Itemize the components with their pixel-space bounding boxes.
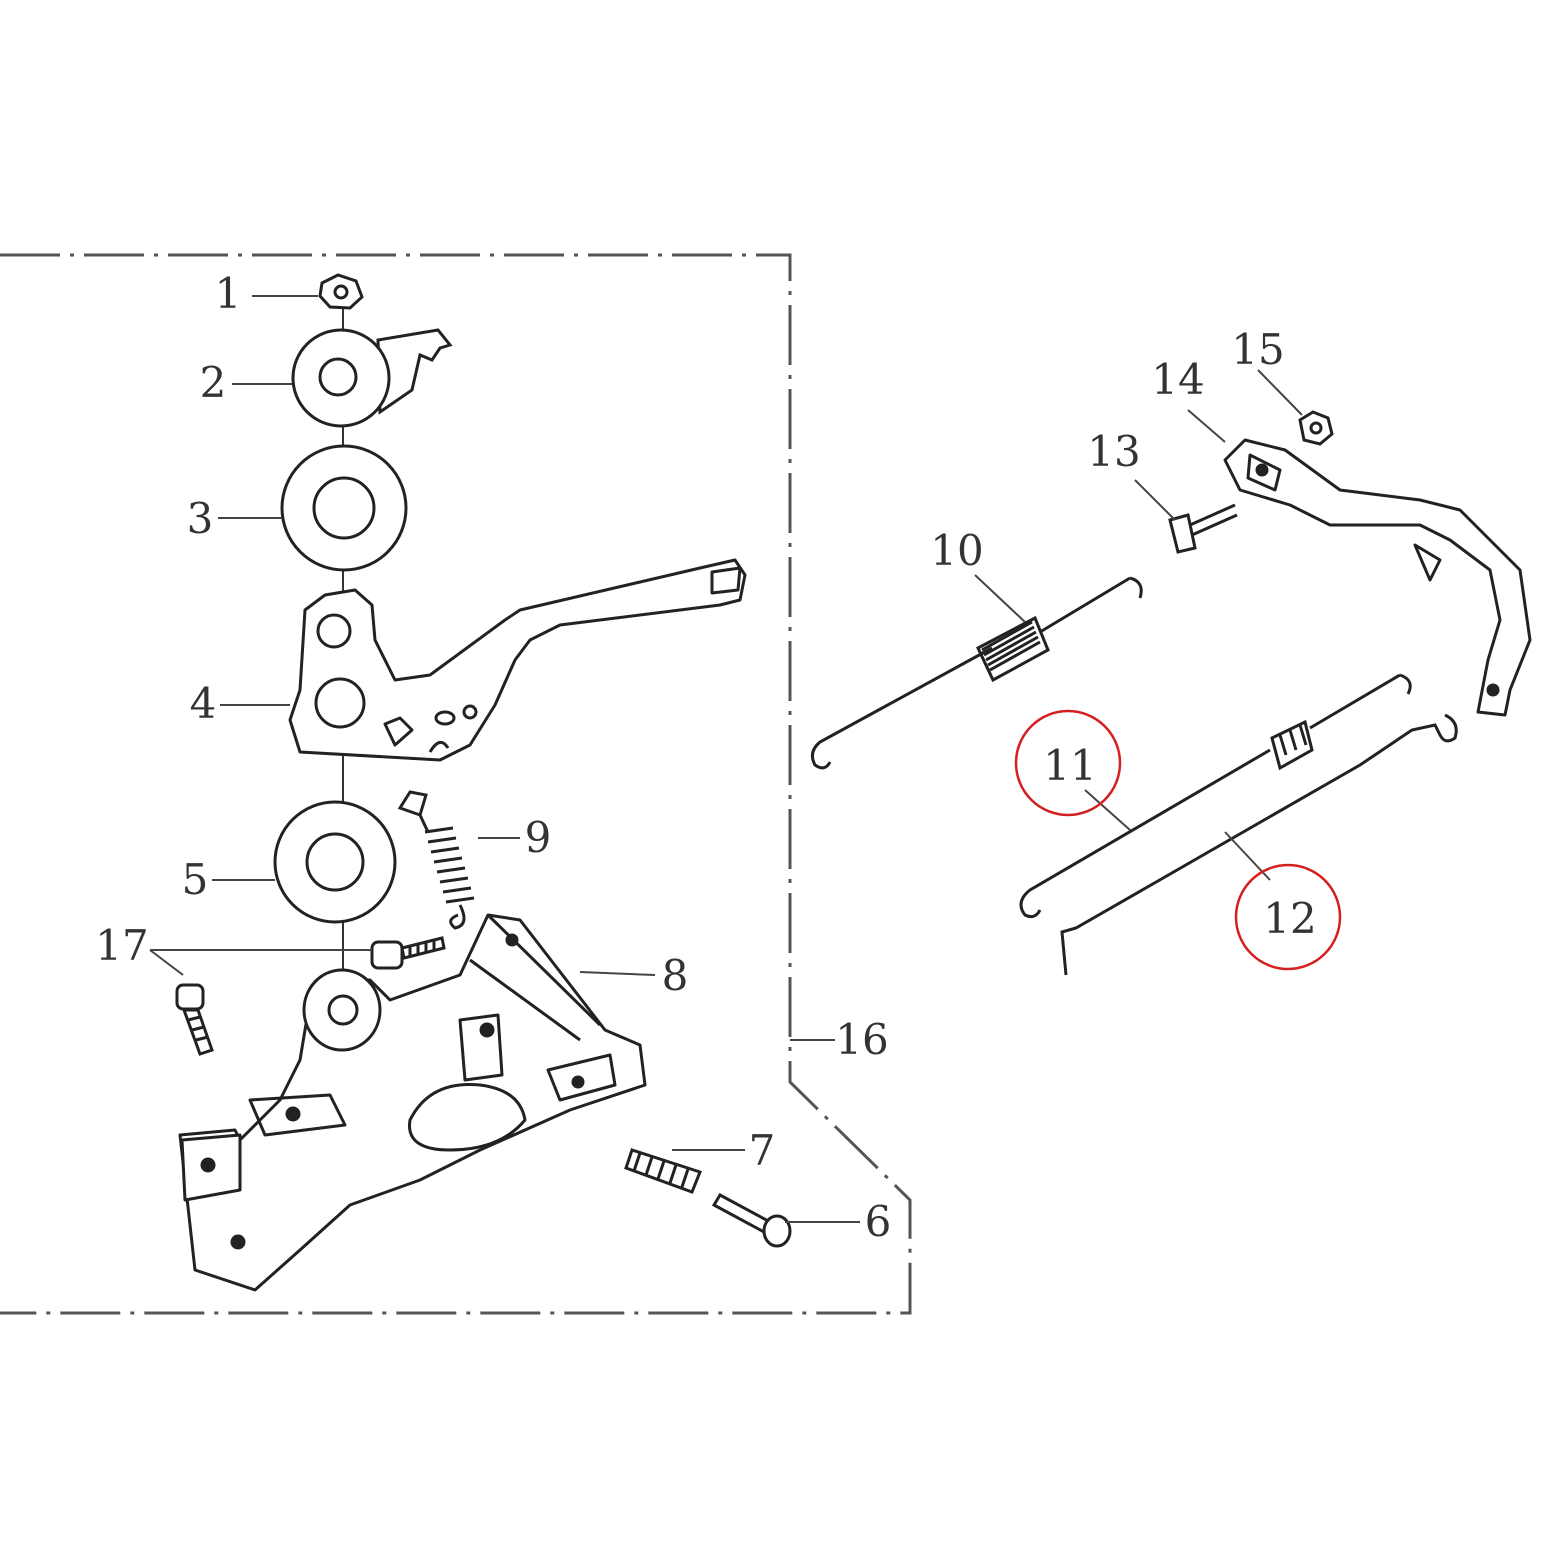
callout-5: 5 xyxy=(182,855,209,904)
highlight-markers xyxy=(1014,709,1342,971)
highlight-circle-11 xyxy=(1014,709,1122,817)
nut-icon xyxy=(318,273,364,310)
callout-11: 11 xyxy=(1043,741,1096,790)
nut-icon xyxy=(1298,410,1334,446)
callout-13: 13 xyxy=(1087,427,1140,476)
callout-6: 6 xyxy=(865,1197,892,1246)
spring-icon xyxy=(624,1148,702,1194)
callout-7: 7 xyxy=(749,1126,776,1175)
callout-15: 15 xyxy=(1231,325,1284,374)
washer-icon xyxy=(273,800,397,924)
assembly-16-boundary xyxy=(0,253,912,1315)
callout-16: 16 xyxy=(835,1015,888,1064)
callout-8: 8 xyxy=(662,951,689,1000)
bolt-icon xyxy=(1168,503,1238,554)
rod-icon xyxy=(1060,713,1458,976)
bolt-icon xyxy=(711,1192,792,1248)
callout-4: 4 xyxy=(190,679,217,728)
rod-icon xyxy=(810,576,1143,770)
callout-12: 12 xyxy=(1263,894,1316,943)
washer-icon xyxy=(291,328,453,428)
callout-14: 14 xyxy=(1151,355,1204,404)
callout-10: 10 xyxy=(930,526,983,575)
lever-icon xyxy=(288,558,747,762)
callout-labels: 1 2 3 4 5 6 7 8 9 10 11 12 13 14 15 16 1… xyxy=(95,269,1316,1246)
rod-icon xyxy=(1019,673,1412,919)
callout-9: 9 xyxy=(525,813,552,862)
washer-icon xyxy=(280,444,408,572)
spring-icon xyxy=(397,790,475,930)
callout-3: 3 xyxy=(187,494,214,543)
callout-1: 1 xyxy=(215,269,242,318)
callout-17: 17 xyxy=(95,921,148,970)
lever-icon xyxy=(1223,438,1532,717)
bracket-icon xyxy=(178,913,647,1292)
bolt-icon xyxy=(175,983,214,1056)
bolt-icon xyxy=(370,936,446,970)
callout-2: 2 xyxy=(200,358,227,407)
highlight-circle-12 xyxy=(1234,863,1342,971)
